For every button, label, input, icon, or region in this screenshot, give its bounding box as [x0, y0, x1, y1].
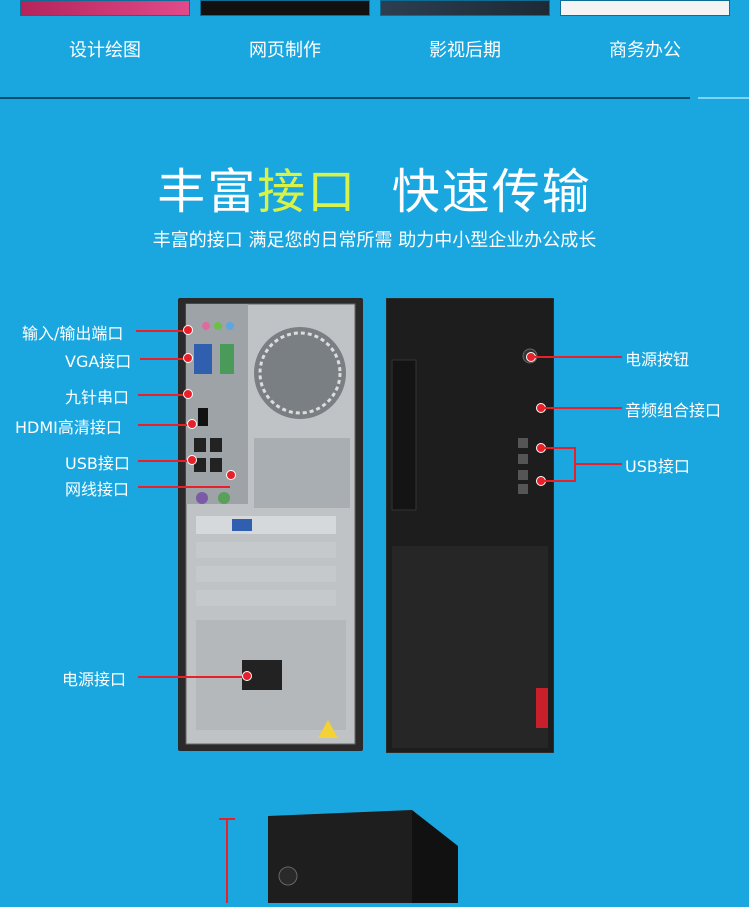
- label-lan: 网线接口: [65, 480, 130, 499]
- section-divider-accent: [698, 97, 749, 99]
- section-divider: [0, 97, 690, 99]
- pointer-dot-usb-rear: [187, 455, 197, 465]
- thumbnail-office[interactable]: [560, 0, 730, 16]
- tower-front-image: [385, 297, 555, 754]
- category-video[interactable]: 影视后期: [429, 40, 501, 61]
- pointer-line-vga: [140, 358, 188, 360]
- thumbnail-video[interactable]: [380, 0, 550, 16]
- pointer-line-audio: [136, 330, 188, 332]
- thumbnail-web[interactable]: [200, 0, 370, 16]
- label-audio-combo: 音频组合接口: [625, 401, 722, 420]
- pointer-line-audio-combo: [544, 407, 622, 409]
- category-web[interactable]: 网页制作: [249, 40, 321, 61]
- dimension-line-cap: [219, 818, 235, 820]
- pointer-dot-serial: [183, 389, 193, 399]
- thumbnail-design[interactable]: [20, 0, 190, 16]
- label-serial: 九针串口: [65, 388, 130, 407]
- pointer-dot-hdmi: [187, 419, 197, 429]
- tower-angled-image: [262, 806, 492, 903]
- pointer-dot-lan: [226, 470, 236, 480]
- pointer-line-power: [138, 676, 246, 678]
- label-audio-ports: 输入/输出端口: [22, 324, 124, 343]
- pointer-line-usb-front-top: [544, 447, 576, 449]
- label-usb-rear: USB接口: [65, 454, 130, 473]
- category-office[interactable]: 商务办公: [609, 40, 681, 61]
- label-vga: VGA接口: [65, 352, 132, 371]
- label-usb-front: USB接口: [625, 457, 690, 476]
- pointer-line-usb-front: [574, 463, 622, 465]
- dimension-line: [226, 818, 228, 903]
- tower-angled-illustration: [268, 810, 458, 903]
- headline-highlight: 接口: [257, 164, 358, 220]
- pointer-line-power-button: [534, 356, 622, 358]
- pointer-line-usb-rear: [138, 460, 192, 462]
- pointer-dot-power: [242, 671, 252, 681]
- label-power-button: 电源按钮: [625, 350, 690, 369]
- pointer-line-lan: [138, 486, 230, 488]
- label-power-port: 电源接口: [62, 670, 127, 689]
- label-hdmi: HDMI高清接口: [15, 418, 122, 437]
- pointer-line-usb-front-bottom: [544, 480, 576, 482]
- tower-front-illustration: [385, 297, 555, 754]
- headline: 丰富接口 快速传输: [0, 152, 749, 222]
- pointer-line-hdmi: [138, 424, 192, 426]
- category-design[interactable]: 设计绘图: [69, 40, 141, 61]
- tower-rear-illustration: [185, 303, 356, 745]
- subtitle: 丰富的接口 满足您的日常所需 助力中小型企业办公成长: [152, 230, 597, 251]
- headline-part2: 快速传输: [391, 164, 592, 220]
- pointer-dot-vga: [183, 353, 193, 363]
- pointer-dot-audio: [183, 325, 193, 335]
- headline-part1: 丰富: [157, 164, 258, 220]
- pointer-line-serial: [138, 394, 188, 396]
- tower-rear-image: [178, 298, 363, 751]
